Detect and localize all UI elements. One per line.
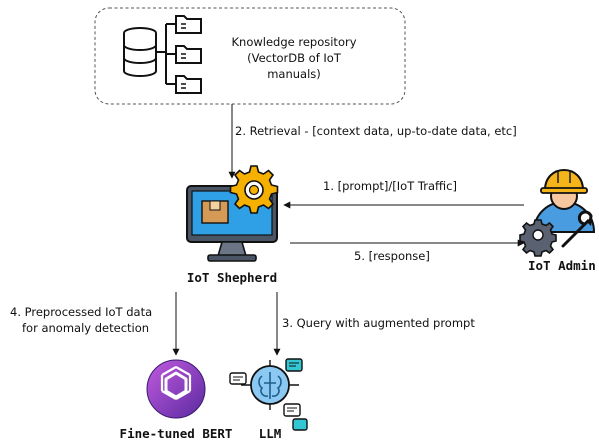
- repository-label-line3: manuals): [267, 67, 321, 81]
- chat-bubble-icon: [285, 358, 303, 372]
- query-label: 3. Query with augmented prompt: [282, 316, 475, 330]
- gear-icon: [229, 165, 279, 214]
- retrieval-label: 2. Retrieval - [context data, up-to-date…: [235, 124, 517, 138]
- shepherd-label: IoT Shepherd: [187, 270, 277, 285]
- package-icon: [201, 200, 229, 224]
- folder-tree-icon: [156, 15, 202, 94]
- response-label: 5. [response]: [354, 249, 430, 263]
- preprocessed-label-line2: for anomaly detection: [22, 321, 149, 335]
- chat-bubble-icon: [292, 418, 308, 431]
- repository-box: [94, 7, 406, 105]
- chat-bubble-icon: [283, 403, 301, 417]
- wrench-icon: [561, 210, 593, 248]
- database-icon: [123, 27, 157, 77]
- iot-shepherd-node: IoT Shepherd: [186, 165, 279, 285]
- bert-label: Fine-tuned BERT: [120, 426, 233, 441]
- knowledge-repository: Knowledge repository (VectorDB of IoT ma…: [94, 7, 406, 105]
- preprocessed-label-line1: 4. Preprocessed IoT data: [10, 305, 152, 319]
- iot-admin-node: IoT Admin: [519, 168, 596, 273]
- admin-label: IoT Admin: [528, 258, 596, 273]
- admin-gear-icon: [519, 219, 557, 257]
- chat-bubble-icon: [229, 372, 247, 385]
- fine-tuned-bert-node: Fine-tuned BERT: [120, 359, 233, 441]
- llm-label: LLM: [259, 426, 282, 441]
- brain-icon: [241, 360, 299, 410]
- prompt-label: 1. [prompt]/[IoT Traffic]: [323, 179, 457, 193]
- repository-label-line2: (VectorDB of IoT: [247, 51, 342, 65]
- monitor-icon: [186, 185, 278, 262]
- repository-label-line1: Knowledge repository: [231, 35, 356, 49]
- openai-logo-icon: [146, 359, 206, 419]
- llm-node: LLM: [229, 358, 308, 441]
